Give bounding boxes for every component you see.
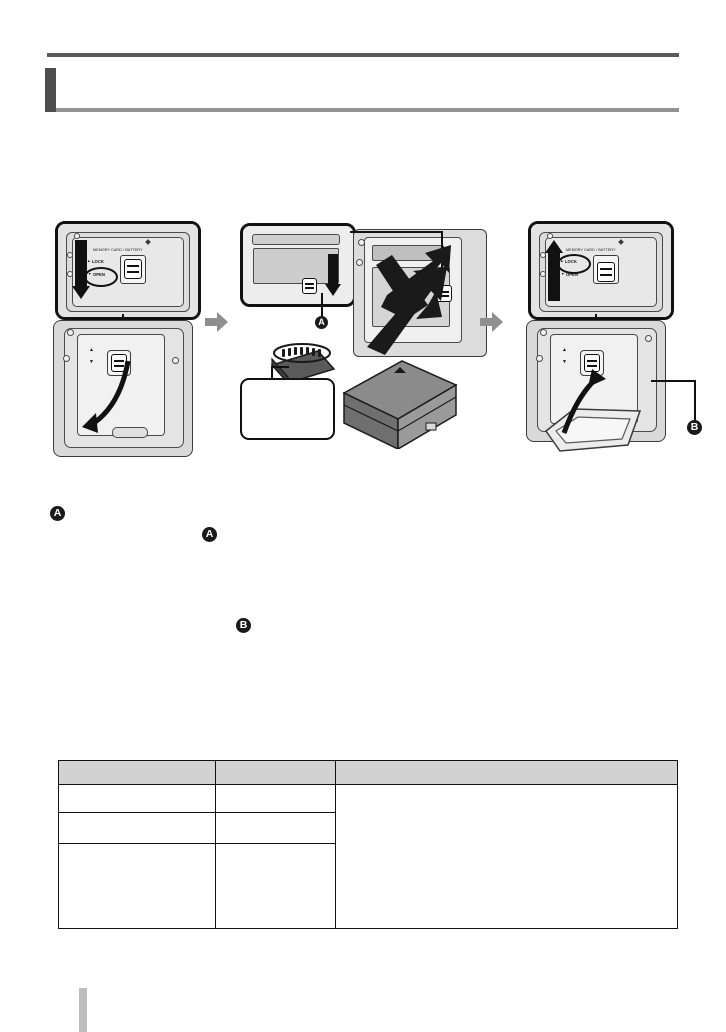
callout-badge-b-cover: B (687, 420, 702, 435)
battery-slot-detail-box (240, 223, 356, 307)
insert-note-bubble (240, 378, 335, 440)
table-cell (215, 843, 336, 929)
table-header-row (57, 760, 679, 785)
insert-arrow-head (325, 284, 341, 296)
screw-dot (645, 335, 652, 342)
slide-down-arrow-shaft (75, 240, 87, 288)
battery-retaining-lever[interactable] (302, 278, 317, 294)
battery-compartment (253, 248, 339, 284)
lock-position-highlight (557, 254, 591, 274)
screw-dot (63, 355, 70, 362)
close-cover-detail-box: MEMORY CARD / BATTERY ▲ LOCK ▼ OPEN (528, 221, 674, 320)
latch-up-triangle: ▲ (562, 347, 567, 353)
screw-dot (540, 252, 546, 258)
illustration-close-cover: MEMORY CARD / BATTERY ▲ LOCK ▼ OPEN ▲ ▼ (510, 215, 702, 460)
spec-table (57, 760, 679, 929)
table-cell (57, 784, 217, 813)
table-cell (57, 843, 217, 929)
label-open-triangle: ▼ (561, 272, 565, 276)
screw-dot (67, 252, 73, 258)
table-row (57, 843, 678, 929)
label-lock: LOCK (92, 259, 104, 264)
cover-latch-knob[interactable] (124, 259, 142, 279)
screw-dot (67, 271, 73, 277)
note-row-a2: A (202, 524, 227, 542)
cover-swing-arrow (82, 360, 131, 433)
open-cover-detail-box: MEMORY CARD / BATTERY ▲ LOCK ▼ OPEN (55, 221, 201, 320)
note-badge-a: A (202, 527, 217, 542)
table-row (57, 784, 679, 929)
cover-latch-knob[interactable] (597, 262, 615, 282)
callout-badge-a-slot: A (315, 316, 328, 329)
note-row-b: B (236, 615, 261, 633)
label-open: OPEN (566, 272, 578, 277)
header-bottom-rule (56, 108, 679, 112)
badge-b-leader-v (694, 380, 696, 423)
footer-accent-bar (79, 988, 87, 1032)
cover-close-arrow (561, 369, 606, 434)
table-header-cell-1 (57, 760, 217, 785)
screw-dot (540, 329, 547, 336)
screw-dot (67, 329, 74, 336)
latch-down-triangle: ▼ (89, 359, 94, 365)
bubble-leader-h (271, 366, 289, 368)
notes-area: A A B (50, 495, 680, 745)
screw-dot (172, 357, 179, 364)
battery-insert-arrow (367, 267, 447, 355)
screw-dot (547, 233, 553, 239)
label-memory-card-battery: MEMORY CARD / BATTERY (93, 248, 143, 252)
header-accent-block (45, 68, 56, 112)
illustration-open-cover: MEMORY CARD / BATTERY ▲ LOCK ▼ OPEN ▲ ▼ (50, 215, 201, 460)
label-memory-card-battery: MEMORY CARD / BATTERY (566, 248, 616, 252)
port-detail (112, 427, 148, 438)
label-lock-triangle: ▲ (87, 259, 91, 263)
table-cell (215, 812, 336, 844)
page-title (64, 70, 664, 106)
battery-pack-graphic (342, 360, 458, 449)
slot-detail-leader-h (350, 231, 442, 233)
note-badge-a: A (50, 506, 65, 521)
memory-card-graphic (270, 343, 336, 385)
table-header-cell-2 (215, 760, 336, 785)
table-row (57, 812, 678, 844)
card-insert-arrow-up (381, 245, 451, 315)
table-header-cell-3 (334, 760, 679, 785)
card-slot-rail (252, 234, 340, 245)
step-arrow-right-icon (205, 311, 229, 333)
screw-dot (356, 259, 363, 266)
latch-up-triangle: ▲ (89, 347, 94, 353)
badge-a-leader-line (321, 293, 323, 317)
step-arrow-right-icon (480, 311, 504, 333)
open-position-highlight (84, 267, 118, 287)
header-top-rule (47, 53, 679, 57)
badge-b-leader-h (651, 380, 695, 382)
latch-down-triangle: ▼ (562, 359, 567, 365)
slide-up-arrow-head (545, 240, 563, 253)
table-cell (215, 784, 336, 813)
screw-dot (74, 233, 80, 239)
illustration-strip: MEMORY CARD / BATTERY ▲ LOCK ▼ OPEN ▲ ▼ (50, 215, 702, 460)
illustration-insert-battery: A (240, 215, 490, 460)
slide-down-arrow-head (72, 286, 90, 299)
screw-dot (358, 239, 365, 246)
cover-latch-knob[interactable] (584, 354, 600, 372)
note-row-a1: A (50, 503, 75, 521)
note-badge-b: B (236, 618, 251, 633)
table-cell (57, 812, 217, 844)
insert-arrow-shaft (328, 254, 338, 286)
slide-up-arrow-shaft (548, 253, 560, 301)
table-cell-notes (334, 784, 679, 929)
screw-dot (536, 355, 543, 362)
screw-dot (540, 271, 546, 277)
